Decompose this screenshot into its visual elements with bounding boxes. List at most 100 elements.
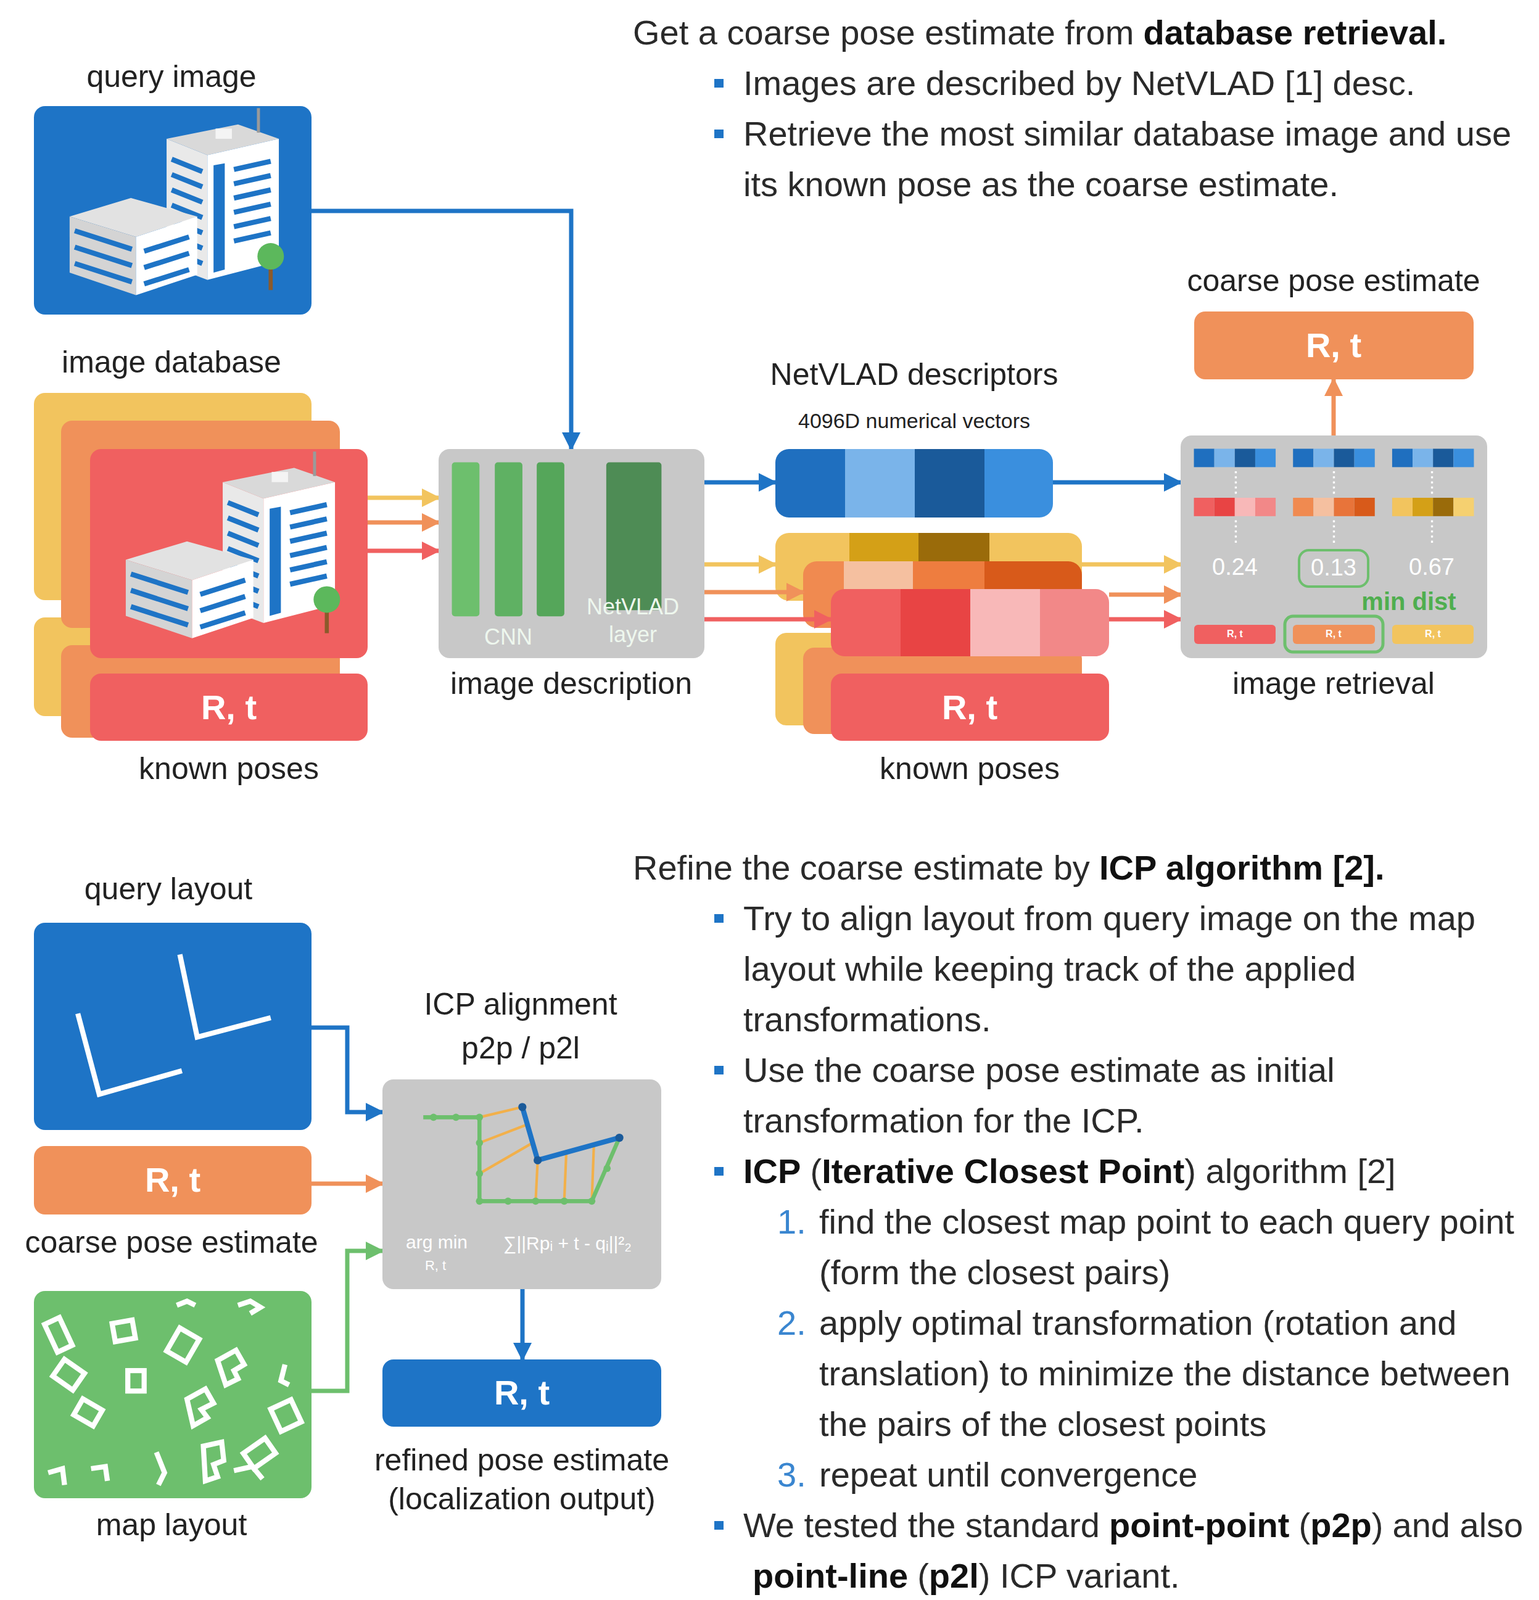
- bold-text: ICP: [743, 1151, 801, 1191]
- bold-text: point-point: [1109, 1505, 1290, 1545]
- paragraph: 3. repeat until convergence: [632, 1449, 1535, 1501]
- node-text: NetVLAD layer: [574, 592, 692, 649]
- body-text: We tested the standard: [743, 1505, 1100, 1545]
- node-text: image database: [61, 342, 282, 382]
- descriptor-bar: [830, 589, 1110, 657]
- icp-box: ICP alignmentp2p / p2larg minR, t∑||Rpᵢ …: [382, 1079, 662, 1290]
- paragraph: Try to align layout from query image on …: [632, 893, 1535, 1045]
- image-database: image database: [33, 392, 368, 659]
- node-text: query image: [86, 57, 256, 97]
- flow-arrow: [704, 564, 1181, 620]
- body-text: (: [917, 1556, 929, 1596]
- list-number: 3.: [777, 1449, 807, 1501]
- node-text: coarse pose estimate: [24, 1223, 318, 1263]
- bullet-mark: [714, 1167, 724, 1177]
- bullet-mark: [714, 1065, 724, 1076]
- body-text: ): [1371, 1505, 1384, 1545]
- connector-arrow: [367, 548, 439, 554]
- bold-text: p2p: [1310, 1505, 1372, 1545]
- pose-box: R, tknown poses: [90, 673, 368, 741]
- paragraph: 2.apply optimal transformation (rotation…: [632, 1297, 1535, 1450]
- node-text: arg min: [405, 1230, 468, 1255]
- node-text: R, t: [1325, 627, 1342, 641]
- node-text: min dist: [1361, 585, 1456, 617]
- body-text: and also: [1392, 1505, 1524, 1545]
- retrieval-box: 0.240.67min distimage retrievalR, tR, tR…: [1180, 435, 1488, 659]
- connector-arrow: [311, 1027, 383, 1113]
- node-text: R, t: [1424, 627, 1441, 641]
- connector-arrow: [1052, 480, 1181, 485]
- connector-arrow: [520, 1289, 525, 1360]
- paragraph: Retrieve the most similar database image…: [632, 108, 1535, 210]
- node-text: R, t: [494, 1371, 550, 1415]
- pose-chip: R, t: [1194, 624, 1276, 644]
- node-text: R, t: [941, 685, 998, 730]
- bullet-mark: [714, 1521, 724, 1531]
- body-text: find the closest map point to each query…: [819, 1202, 1515, 1292]
- node-text: NetVLAD descriptors: [770, 355, 1059, 395]
- node-text: 0.24: [1212, 552, 1258, 583]
- body-text: ) algorithm [2]: [1184, 1151, 1396, 1191]
- body-text: Try to align layout from query image on …: [743, 898, 1476, 1039]
- body-text: Images are described by NetVLAD [1] desc…: [743, 63, 1416, 103]
- query-descriptor: NetVLAD descriptors4096D numerical vecto…: [775, 449, 1053, 518]
- connector-arrow: [311, 210, 572, 450]
- bold-text: database retrieval.: [1142, 12, 1447, 52]
- body-text: Refine the coarse estimate by: [632, 848, 1090, 888]
- icp-illustration: [382, 1079, 662, 1290]
- map-buildings: [33, 1291, 312, 1499]
- pose-chip: R, t: [1292, 624, 1375, 644]
- description-box: CNNNetVLAD layerimage description: [438, 449, 705, 659]
- bold-text: point-line: [752, 1556, 908, 1596]
- node-text: known poses: [879, 749, 1060, 789]
- bullet-mark: [714, 129, 724, 139]
- bullet-mark: [714, 914, 724, 924]
- body-text: Get a coarse pose estimate from: [632, 12, 1134, 52]
- paragraph: Use the coarse pose estimate as initial …: [632, 1044, 1535, 1147]
- connector-arrow: [367, 520, 439, 525]
- connector-arrow: [704, 480, 776, 485]
- bold-text: ICP algorithm [2].: [1099, 848, 1385, 888]
- cnn-layers: [438, 449, 705, 659]
- coarse-pose: R, tcoarse pose estimate: [33, 1146, 312, 1215]
- connector-arrow: [1331, 379, 1337, 436]
- text-block: Refine the coarse estimate byICP algorit…: [632, 842, 1535, 1600]
- paragraph: Refine the coarse estimate byICP algorit…: [632, 842, 1535, 894]
- coarse-pose: coarse pose estimateR, t: [1194, 311, 1474, 380]
- node-text: R, t: [144, 1158, 201, 1202]
- body-text: Use the coarse pose estimate as initial …: [743, 1050, 1335, 1140]
- map-layout: map layout: [33, 1291, 312, 1499]
- body-text: (: [809, 1151, 822, 1191]
- layout-lines: [33, 922, 312, 1131]
- body-text: (: [1299, 1505, 1311, 1545]
- node-text: R, t: [1305, 323, 1362, 368]
- building-illustration: [33, 106, 312, 315]
- connector-arrow: [311, 1181, 383, 1187]
- node-text: ICP alignment: [423, 985, 617, 1024]
- node-text: R, t: [201, 685, 257, 730]
- connector-arrow: [311, 1250, 383, 1391]
- bullet-mark: [714, 78, 724, 89]
- node-text: 0.13: [1310, 553, 1357, 583]
- descriptor-bar: [775, 449, 1053, 518]
- text-block: Get a coarse pose estimate fromdatabase …: [632, 7, 1535, 210]
- node-text: R, t: [424, 1257, 446, 1275]
- node-text: p2p / p2l: [461, 1028, 580, 1068]
- min-distance: 0.13: [1297, 548, 1370, 588]
- node-text: image retrieval: [1232, 664, 1435, 704]
- node-text: CNN: [484, 623, 533, 651]
- node-text: ∑||Rpᵢ + t - qᵢ||²₂: [503, 1231, 632, 1256]
- bold-text: p2l: [928, 1556, 979, 1596]
- pose-box: R, tknown poses: [830, 673, 1110, 741]
- body-text: repeat until convergence: [819, 1455, 1198, 1494]
- node-text: image description: [450, 664, 693, 704]
- paragraph: Images are described by NetVLAD [1] desc…: [632, 57, 1535, 109]
- list-number: 1.: [777, 1196, 807, 1248]
- node-text: refined pose estimate (localization outp…: [349, 1440, 695, 1519]
- list-number: 2.: [777, 1297, 807, 1349]
- node-text: map layout: [96, 1505, 248, 1545]
- body-text: apply optimal transformation (rotation a…: [819, 1303, 1511, 1444]
- paragraph: ICP(Iterative Closest Point) algorithm […: [632, 1146, 1535, 1197]
- body-text: Retrieve the most similar database image…: [743, 114, 1512, 204]
- node-text: 4096D numerical vectors: [798, 407, 1031, 435]
